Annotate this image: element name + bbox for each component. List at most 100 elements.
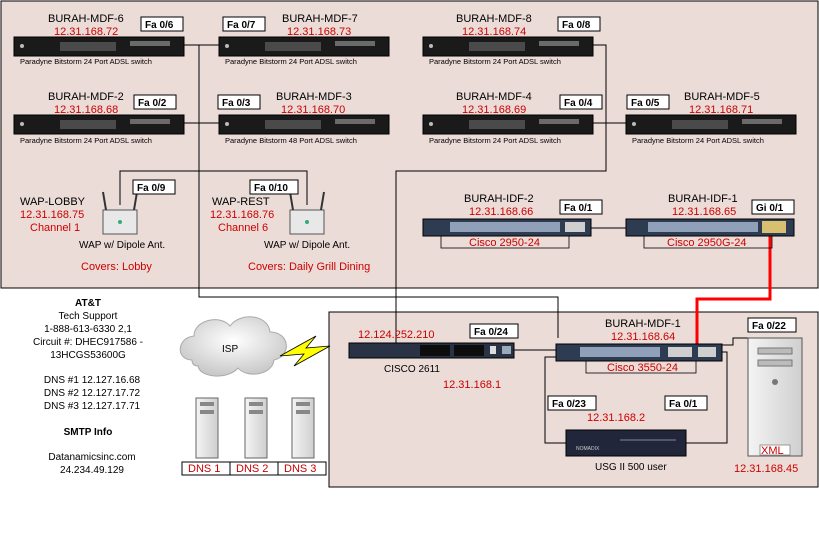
switch-burah-mdf-3[interactable]: BURAH-MDF-3 12.31.168.70 Paradyne Bitsto… <box>218 91 390 145</box>
wap-label: WAP w/ Dipole Ant. <box>264 240 350 251</box>
router-cisco-2611[interactable]: 12.124.252.210 CISCO 2611 12.31.168.1 <box>348 329 515 391</box>
switch-ip: 12.31.168.69 <box>462 104 526 116</box>
svg-text:Fa 0/22: Fa 0/22 <box>752 321 786 332</box>
switch-burah-mdf-5[interactable]: BURAH-MDF-5 12.31.168.71 Paradyne Bitsto… <box>625 91 797 145</box>
wap-name: WAP-LOBBY <box>20 196 86 208</box>
switch-model: Cisco 2950-24 <box>469 237 540 249</box>
switch-name: BURAH-MDF-1 <box>605 318 681 330</box>
port-label-fa-0-5: Fa 0/5 <box>626 94 670 110</box>
svg-text:DNS #3 12.127.17.71: DNS #3 12.127.17.71 <box>44 401 141 412</box>
switch-model: Paradyne Bitstorm 24 Port ADSL switch <box>20 57 152 66</box>
switch-ip: 12.31.168.70 <box>281 104 345 116</box>
port-label-fa-0-4: Fa 0/4 <box>559 94 603 110</box>
att-info: AT&T Tech Support 1-888-613-6330 2,1 Cir… <box>33 298 143 476</box>
svg-text:Fa 0/3: Fa 0/3 <box>222 98 251 109</box>
links <box>119 44 748 444</box>
wan-link-icon <box>279 335 331 367</box>
wap-channel: Channel 6 <box>218 222 268 234</box>
firewall-usg[interactable]: NOMADIX 12.31.168.2 USG II 500 user <box>565 412 687 473</box>
switch-name: BURAH-MDF-7 <box>282 13 358 25</box>
switch-model: Cisco 2950G-24 <box>667 237 747 249</box>
switch-model: Paradyne Bitstorm 48 Port ADSL switch <box>225 136 357 145</box>
switch-burah-idf-2[interactable]: BURAH-IDF-2 12.31.168.66 Cisco 2950-24 <box>422 193 592 249</box>
router-name: CISCO 2611 <box>384 364 440 375</box>
switch-ip: 12.31.168.65 <box>672 206 736 218</box>
svg-text:13HCGS53600G: 13HCGS53600G <box>50 350 126 361</box>
wap-name: WAP-REST <box>212 196 270 208</box>
svg-text:Fa 0/5: Fa 0/5 <box>631 98 660 109</box>
svg-text:Fa 0/23: Fa 0/23 <box>552 399 586 410</box>
port-label-fa-0-22: Fa 0/22 <box>747 317 797 333</box>
switch-burah-mdf-6[interactable]: BURAH-MDF-6 12.31.168.72 Paradyne Bitsto… <box>13 13 185 66</box>
router-lan-ip: 12.31.168.1 <box>443 379 501 391</box>
port-label-fa-0-24: Fa 0/24 <box>469 323 519 339</box>
switch-model: Paradyne Bitstorm 24 Port ADSL switch <box>225 57 357 66</box>
dns-server-1[interactable] <box>195 397 219 459</box>
wap-lobby[interactable]: WAP-LOBBY 12.31.168.75 Channel 1 WAP w/ … <box>20 191 165 273</box>
svg-text:Fa 0/4: Fa 0/4 <box>564 98 593 109</box>
svg-text:Gi 0/1: Gi 0/1 <box>756 203 784 214</box>
wap-channel: Channel 1 <box>30 222 80 234</box>
isp-cloud[interactable]: ISP <box>179 316 287 377</box>
switch-name: BURAH-MDF-8 <box>456 13 532 25</box>
port-label-fa-0-8: Fa 0/8 <box>557 16 601 32</box>
svg-text:DNS 1: DNS 1 <box>188 463 220 475</box>
switch-model: Cisco 3550-24 <box>607 362 678 374</box>
switch-name: BURAH-MDF-5 <box>684 91 760 103</box>
gigabit-link <box>695 236 772 352</box>
port-label-fa-0-9: Fa 0/9 <box>132 179 176 195</box>
switch-ip: 12.31.168.72 <box>54 26 118 38</box>
svg-text:Fa 0/9: Fa 0/9 <box>137 183 166 194</box>
switch-ip: 12.31.168.71 <box>689 104 753 116</box>
firewall-brand: NOMADIX <box>576 446 600 452</box>
svg-text:DNS 3: DNS 3 <box>284 463 316 475</box>
svg-text:Fa 0/8: Fa 0/8 <box>562 20 591 31</box>
server-xml[interactable]: XML 12.31.168.45 <box>734 337 803 475</box>
switch-model: Paradyne Bitstorm 24 Port ADSL switch <box>632 136 764 145</box>
svg-text:SMTP Info: SMTP Info <box>64 427 113 438</box>
svg-text:Fa 0/10: Fa 0/10 <box>254 183 288 194</box>
switch-burah-mdf-2[interactable]: BURAH-MDF-2 12.31.168.68 Paradyne Bitsto… <box>13 91 185 145</box>
switch-ip: 12.31.168.73 <box>287 26 351 38</box>
dns-labels: DNS 1 DNS 2 DNS 3 <box>181 461 327 476</box>
svg-text:DNS #2 12.127.17.72: DNS #2 12.127.17.72 <box>44 388 141 399</box>
firewall-name: USG II 500 user <box>595 462 667 473</box>
firewall-ip: 12.31.168.2 <box>587 412 645 424</box>
svg-text:Fa 0/24: Fa 0/24 <box>474 327 508 338</box>
svg-text:Tech Support: Tech Support <box>59 311 118 322</box>
router-wan-ip: 12.124.252.210 <box>358 329 434 341</box>
switch-name: BURAH-IDF-2 <box>464 193 534 205</box>
switch-burah-mdf-7[interactable]: BURAH-MDF-7 12.31.168.73 Paradyne Bitsto… <box>218 13 390 66</box>
switch-burah-mdf-1[interactable]: BURAH-MDF-1 12.31.168.64 Cisco 3550-24 <box>555 318 723 374</box>
dns-server-3[interactable] <box>291 397 315 459</box>
switch-ip: 12.31.168.66 <box>469 206 533 218</box>
switch-burah-mdf-4[interactable]: BURAH-MDF-4 12.31.168.69 Paradyne Bitsto… <box>422 91 594 145</box>
isp-label: ISP <box>222 344 238 355</box>
switch-burah-mdf-8[interactable]: BURAH-MDF-8 12.31.168.74 Paradyne Bitsto… <box>422 13 594 66</box>
switch-ip: 12.31.168.68 <box>54 104 118 116</box>
wap-ip: 12.31.168.75 <box>20 209 84 221</box>
svg-text:Circuit #: DHEC917586 -: Circuit #: DHEC917586 - <box>33 337 143 348</box>
svg-text:AT&T: AT&T <box>75 298 101 309</box>
svg-text:Fa 0/1: Fa 0/1 <box>564 203 593 214</box>
svg-text:24.234.49.129: 24.234.49.129 <box>60 465 124 476</box>
svg-text:Datanamicsinc.com: Datanamicsinc.com <box>48 452 135 463</box>
svg-text:DNS 2: DNS 2 <box>236 463 268 475</box>
port-label-fa-0-23: Fa 0/23 <box>547 395 597 411</box>
svg-text:Fa 0/7: Fa 0/7 <box>227 20 256 31</box>
port-label-fa-0-1-idf: Fa 0/1 <box>559 199 603 215</box>
switch-burah-idf-1[interactable]: BURAH-IDF-1 12.31.168.65 Cisco 2950G-24 <box>625 193 795 249</box>
switch-name: BURAH-MDF-4 <box>456 91 532 103</box>
dns-server-2[interactable] <box>244 397 268 459</box>
switch-ip: 12.31.168.64 <box>611 331 675 343</box>
wap-rest[interactable]: WAP-REST 12.31.168.76 Channel 6 WAP w/ D… <box>210 191 370 273</box>
svg-text:DNS #1 12.127.16.68: DNS #1 12.127.16.68 <box>44 375 141 386</box>
switch-ip: 12.31.168.74 <box>462 26 526 38</box>
switch-name: BURAH-MDF-2 <box>48 91 124 103</box>
wap-coverage: Covers: Daily Grill Dining <box>248 261 370 273</box>
switch-model: Paradyne Bitstorm 24 Port ADSL switch <box>429 136 561 145</box>
svg-text:1-888-613-6330 2,1: 1-888-613-6330 2,1 <box>44 324 132 335</box>
port-label-fa-0-1-fw: Fa 0/1 <box>664 395 708 411</box>
port-label-fa-0-3: Fa 0/3 <box>217 94 261 110</box>
